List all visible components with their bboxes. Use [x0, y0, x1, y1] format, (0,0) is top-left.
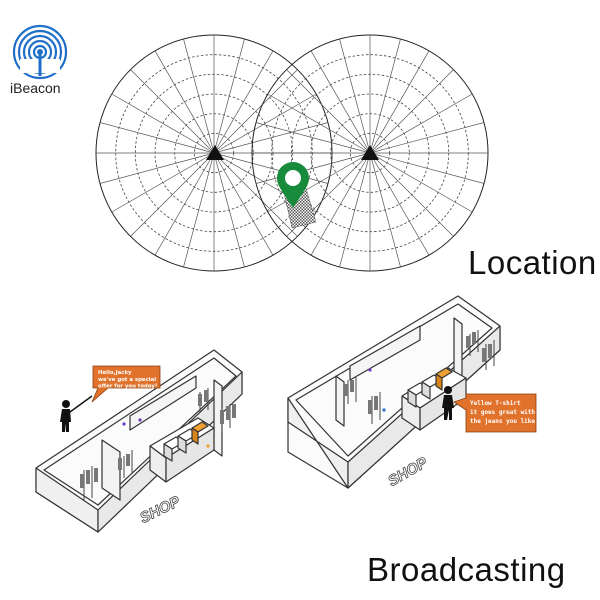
range-spoke: [213, 122, 329, 154]
range-spoke: [213, 38, 245, 154]
svg-text:Yellow T-shirt: Yellow T-shirt: [470, 400, 521, 407]
range-spoke: [130, 69, 215, 154]
broadcasting-illustration: SHOP Hello,Jacky we've got a special off…: [35, 295, 537, 533]
map-pin-icon: [277, 162, 309, 208]
speech-bubble-left: Hello,Jacky we've got a special offer fo…: [91, 365, 161, 403]
beacon-signal-icon: [12, 24, 68, 80]
range-spoke: [369, 50, 430, 154]
logo-text: iBeacon: [10, 80, 61, 96]
shop-right: SHOP: [287, 295, 501, 490]
range-spoke: [369, 152, 430, 256]
shopper-right-icon: [442, 386, 454, 420]
range-spoke: [213, 93, 317, 154]
svg-text:it goes great with: it goes great with: [470, 409, 535, 416]
range-spoke: [154, 50, 215, 154]
range-spoke: [369, 93, 473, 154]
range-spoke: [255, 122, 371, 154]
range-spoke: [183, 38, 215, 154]
range-spoke: [339, 38, 371, 154]
range-spoke: [213, 50, 274, 154]
svg-text:the jeans you like: the jeans you like: [470, 418, 535, 425]
range-spoke: [99, 122, 215, 154]
range-spoke: [267, 93, 371, 154]
range-spoke: [369, 38, 401, 154]
range-spoke: [154, 152, 215, 256]
shop-left-sign: SHOP: [137, 493, 184, 527]
range-spoke: [286, 69, 371, 154]
range-spoke: [267, 152, 371, 213]
svg-text:Hello,Jacky: Hello,Jacky: [98, 370, 132, 376]
beacon-right-marker: [361, 145, 379, 160]
range-spoke: [369, 152, 401, 268]
range-spoke: [255, 152, 371, 184]
beacon-left-marker: [206, 145, 224, 160]
speech-bubble-right: Yellow T-shirt it goes great with the je…: [453, 393, 537, 433]
range-spoke: [369, 152, 454, 237]
range-spoke: [213, 152, 245, 268]
range-spoke: [183, 152, 215, 268]
range-spoke: [213, 69, 298, 154]
range-spoke: [310, 152, 371, 256]
range-spoke: [130, 152, 215, 237]
range-spoke: [310, 50, 371, 154]
shop-left: SHOP: [35, 349, 243, 533]
range-spoke: [213, 152, 274, 256]
location-diagram: [95, 34, 489, 272]
location-label: Location: [468, 244, 597, 281]
range-spoke: [213, 152, 298, 237]
svg-text:we've got a special: we've got a special: [98, 377, 156, 383]
range-spoke: [369, 152, 473, 213]
range-spoke: [99, 152, 215, 184]
range-spoke: [111, 152, 215, 213]
range-spoke: [369, 152, 485, 184]
svg-text:offer for you today!: offer for you today!: [98, 384, 157, 390]
shopper-left-icon: [60, 395, 93, 432]
shop-right-sign: SHOP: [385, 454, 431, 490]
range-spoke: [339, 152, 371, 268]
range-spoke: [369, 69, 454, 154]
broadcasting-label: Broadcasting: [367, 551, 566, 588]
range-spoke: [111, 93, 215, 154]
range-spoke: [369, 122, 485, 154]
range-spoke: [213, 152, 329, 184]
beacon-range-right: [251, 34, 489, 272]
